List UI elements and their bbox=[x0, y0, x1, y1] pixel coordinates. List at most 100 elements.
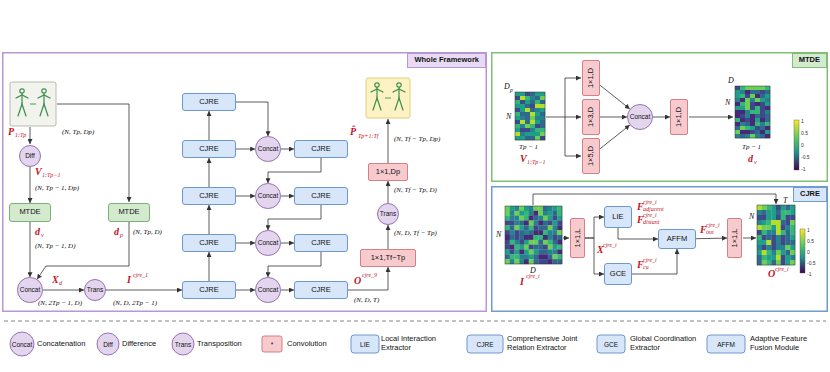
heatmap-cell bbox=[548, 206, 553, 211]
heatmap-cell bbox=[510, 211, 515, 216]
heatmap-cell bbox=[515, 100, 520, 104]
node-label: MTDE bbox=[19, 208, 40, 217]
conv-box: 1×1,Tf−Tp bbox=[360, 249, 416, 267]
heatmap-cell bbox=[530, 104, 535, 108]
heatmap-cell bbox=[765, 98, 770, 102]
heatmap-cell bbox=[557, 206, 562, 211]
heatmap-cell bbox=[771, 210, 776, 215]
heatmap-cell bbox=[776, 215, 781, 220]
flow-line bbox=[743, 238, 756, 239]
tensor-shape: (N, Tp − 1, Dp) bbox=[35, 184, 79, 192]
heatmap-frame bbox=[735, 86, 770, 138]
heatmap-cell bbox=[525, 100, 530, 104]
heatmap-cell bbox=[535, 132, 540, 136]
node-label: Trans bbox=[87, 286, 103, 293]
heatmap-cell bbox=[510, 206, 515, 211]
heatmap-cell bbox=[540, 100, 545, 104]
heatmap-cell bbox=[524, 254, 529, 259]
axis-label: D bbox=[728, 76, 734, 85]
heatmap-cell bbox=[505, 220, 510, 225]
heatmap-cell bbox=[760, 118, 765, 122]
heatmap-cell bbox=[530, 120, 535, 124]
heatmap-cell bbox=[515, 211, 520, 216]
math-script: adjacent bbox=[643, 206, 664, 212]
connector-arrow bbox=[388, 181, 389, 203]
heatmap-cell bbox=[510, 235, 515, 240]
heatmap-cell bbox=[535, 124, 540, 128]
heatmap-cell bbox=[535, 104, 540, 108]
heatmap-cell bbox=[750, 106, 755, 110]
heatmap-cell bbox=[740, 90, 745, 94]
heatmap-cell bbox=[762, 220, 767, 225]
node-label: 1×3,D bbox=[587, 107, 596, 127]
heatmap-cell bbox=[767, 205, 772, 210]
node-label: CJRE bbox=[199, 98, 219, 107]
heatmap-cell bbox=[525, 116, 530, 120]
math-script: cjre_i bbox=[603, 242, 617, 248]
heatmap-cell bbox=[776, 220, 781, 225]
heatmap-cell bbox=[510, 220, 515, 225]
legend-label: Comprehensive Joint Relation Extractor bbox=[507, 335, 591, 352]
heatmap-cell bbox=[776, 225, 781, 230]
heatmap-cell bbox=[755, 102, 760, 106]
legend-symbol-text: Concat bbox=[12, 341, 33, 348]
heatmap-cell bbox=[745, 122, 750, 126]
operation-circle: Trans bbox=[84, 279, 106, 301]
heatmap-cell bbox=[519, 240, 524, 245]
heatmap-cell bbox=[520, 92, 525, 96]
heatmap-cell bbox=[757, 205, 762, 210]
heatmap-cell bbox=[543, 259, 548, 264]
heatmap-cell bbox=[757, 225, 762, 230]
heatmap-cell bbox=[781, 210, 786, 215]
heatmap-cell bbox=[762, 255, 767, 260]
heatmap-cell bbox=[530, 128, 535, 132]
tensor-shape: (N, D, T) bbox=[354, 296, 379, 304]
heatmap-cell bbox=[534, 254, 539, 259]
module-box: CJRE bbox=[294, 234, 348, 252]
panel: CJRE1×1,LLIEGCEAFFM1×1,L bbox=[491, 186, 828, 312]
heatmap-cell bbox=[515, 92, 520, 96]
pose-skeleton bbox=[16, 89, 28, 116]
heatmap-cell bbox=[745, 90, 750, 94]
tick-label: -1 bbox=[801, 166, 805, 172]
heatmap-cell bbox=[771, 250, 776, 255]
heatmap-cell bbox=[786, 260, 791, 265]
heatmap-cell bbox=[553, 211, 558, 216]
skip-line bbox=[533, 194, 776, 205]
heatmap-cell bbox=[548, 240, 553, 245]
math-script: cjre_i bbox=[643, 199, 657, 205]
heatmap-cell bbox=[553, 230, 558, 235]
connector-arrow bbox=[600, 125, 630, 149]
pose-skeleton bbox=[38, 89, 50, 116]
module-box: CJRE bbox=[182, 140, 236, 158]
module-box: MTDE bbox=[9, 203, 51, 222]
heatmap-cell bbox=[760, 90, 765, 94]
heatmap-cell bbox=[548, 245, 553, 250]
heatmap-cell bbox=[538, 254, 543, 259]
tick-label: -0.5 bbox=[801, 154, 810, 160]
heatmap-cell bbox=[771, 255, 776, 260]
operation-circle: Concat bbox=[255, 277, 281, 303]
heatmap-cell bbox=[762, 245, 767, 250]
connector-arrow bbox=[209, 205, 210, 234]
math-script: v bbox=[41, 232, 44, 238]
heatmap-cell bbox=[760, 110, 765, 114]
heatmap-cell bbox=[510, 225, 515, 230]
heatmap-cell bbox=[530, 96, 535, 100]
heatmap-cell bbox=[515, 235, 520, 240]
heatmap-cell bbox=[762, 230, 767, 235]
heatmap-cell bbox=[530, 100, 535, 104]
heatmap-cell bbox=[543, 220, 548, 225]
heatmap-cell bbox=[534, 216, 539, 221]
heatmap-cell bbox=[762, 205, 767, 210]
node-label: 1×1,D bbox=[675, 107, 684, 127]
heatmap-cell bbox=[767, 245, 772, 250]
node-label: CJRE bbox=[199, 145, 219, 154]
heatmap-cell bbox=[540, 108, 545, 112]
heatmap-cell bbox=[762, 235, 767, 240]
heatmap-cell bbox=[520, 100, 525, 104]
heatmap-cell bbox=[505, 249, 510, 254]
connector-arrow bbox=[618, 228, 658, 239]
heatmap-cell bbox=[771, 260, 776, 265]
heatmap-cell bbox=[745, 114, 750, 118]
